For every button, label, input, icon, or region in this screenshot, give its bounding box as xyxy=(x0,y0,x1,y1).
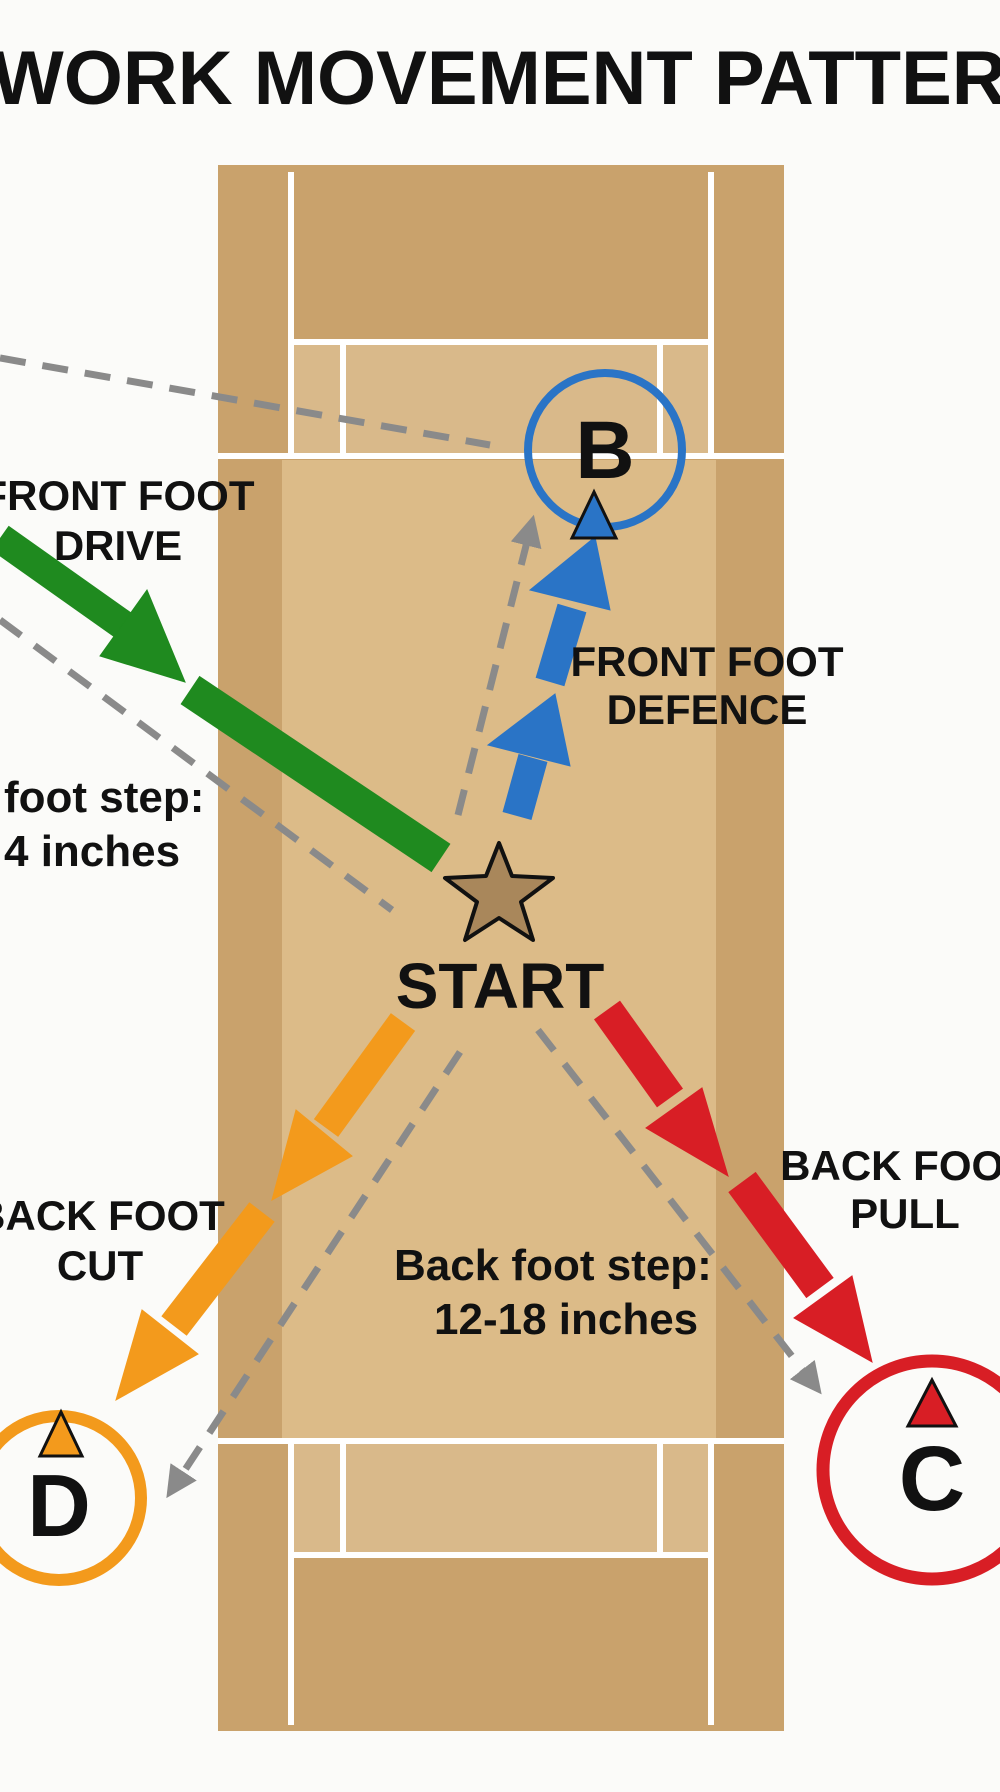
page-title: WORK MOVEMENT PATTERNS - FOU xyxy=(0,36,1000,121)
marker-d-triangle xyxy=(37,1408,85,1458)
front-step-line2: 4 inches xyxy=(4,827,180,876)
front-foot-defence-line1: FRONT FOOT xyxy=(571,638,844,685)
dashed-guide-paths xyxy=(0,354,822,1499)
back-step-line2: 12-18 inches xyxy=(434,1295,698,1344)
back-foot-pull-line1: BACK FOOT xyxy=(780,1142,1000,1189)
front-foot-drive-line2: DRIVE xyxy=(54,522,182,569)
start-star-icon xyxy=(443,841,555,942)
front-step-line1: foot step: xyxy=(4,773,204,822)
front-foot-defence-line2: DEFENCE xyxy=(607,686,808,733)
dashed-path-to-b xyxy=(454,514,542,816)
back-foot-cut-line1: BACK FOOT xyxy=(0,1192,225,1239)
marker-c-label: C xyxy=(899,1428,965,1530)
note-front-step: foot step: 4 inches xyxy=(4,773,204,876)
back-foot-pull-line2: PULL xyxy=(850,1190,960,1237)
marker-c: C xyxy=(816,1354,1000,1586)
dashed-path-to-d xyxy=(166,1050,463,1499)
dashed-path-front-left xyxy=(0,617,395,913)
label-back-foot-pull: BACK FOOT PULL xyxy=(780,1142,1000,1237)
pitch-centre-strip xyxy=(282,460,716,1440)
cricket-pitch xyxy=(218,165,784,1731)
marker-b: B xyxy=(524,369,686,540)
label-back-foot-cut: BACK FOOT CUT xyxy=(0,1192,225,1289)
crease-lines xyxy=(218,172,784,1725)
note-back-step: Back foot step: 12-18 inches xyxy=(394,1241,712,1344)
marker-d-label: D xyxy=(27,1456,91,1555)
front-foot-drive-line1: FRONT FOOT xyxy=(0,472,255,519)
start-label: START xyxy=(396,950,605,1022)
back-foot-cut-arrow xyxy=(115,1013,416,1402)
marker-c-triangle xyxy=(905,1376,959,1428)
top-crease-box xyxy=(294,342,708,456)
label-front-foot-drive: FRONT FOOT DRIVE xyxy=(0,472,255,569)
marker-b-triangle xyxy=(569,488,619,540)
dashed-path-to-c xyxy=(535,1027,822,1395)
label-front-foot-defence: FRONT FOOT DEFENCE xyxy=(571,638,844,733)
back-step-line1: Back foot step: xyxy=(394,1241,712,1290)
back-foot-pull-arrow xyxy=(593,1000,873,1363)
marker-d: D xyxy=(0,1408,147,1586)
front-foot-drive-arrow xyxy=(0,525,451,873)
back-foot-cut-line2: CUT xyxy=(57,1242,144,1289)
marker-b-label: B xyxy=(575,405,634,496)
bottom-crease-box xyxy=(294,1441,708,1555)
front-foot-defence-arrow xyxy=(486,536,611,820)
